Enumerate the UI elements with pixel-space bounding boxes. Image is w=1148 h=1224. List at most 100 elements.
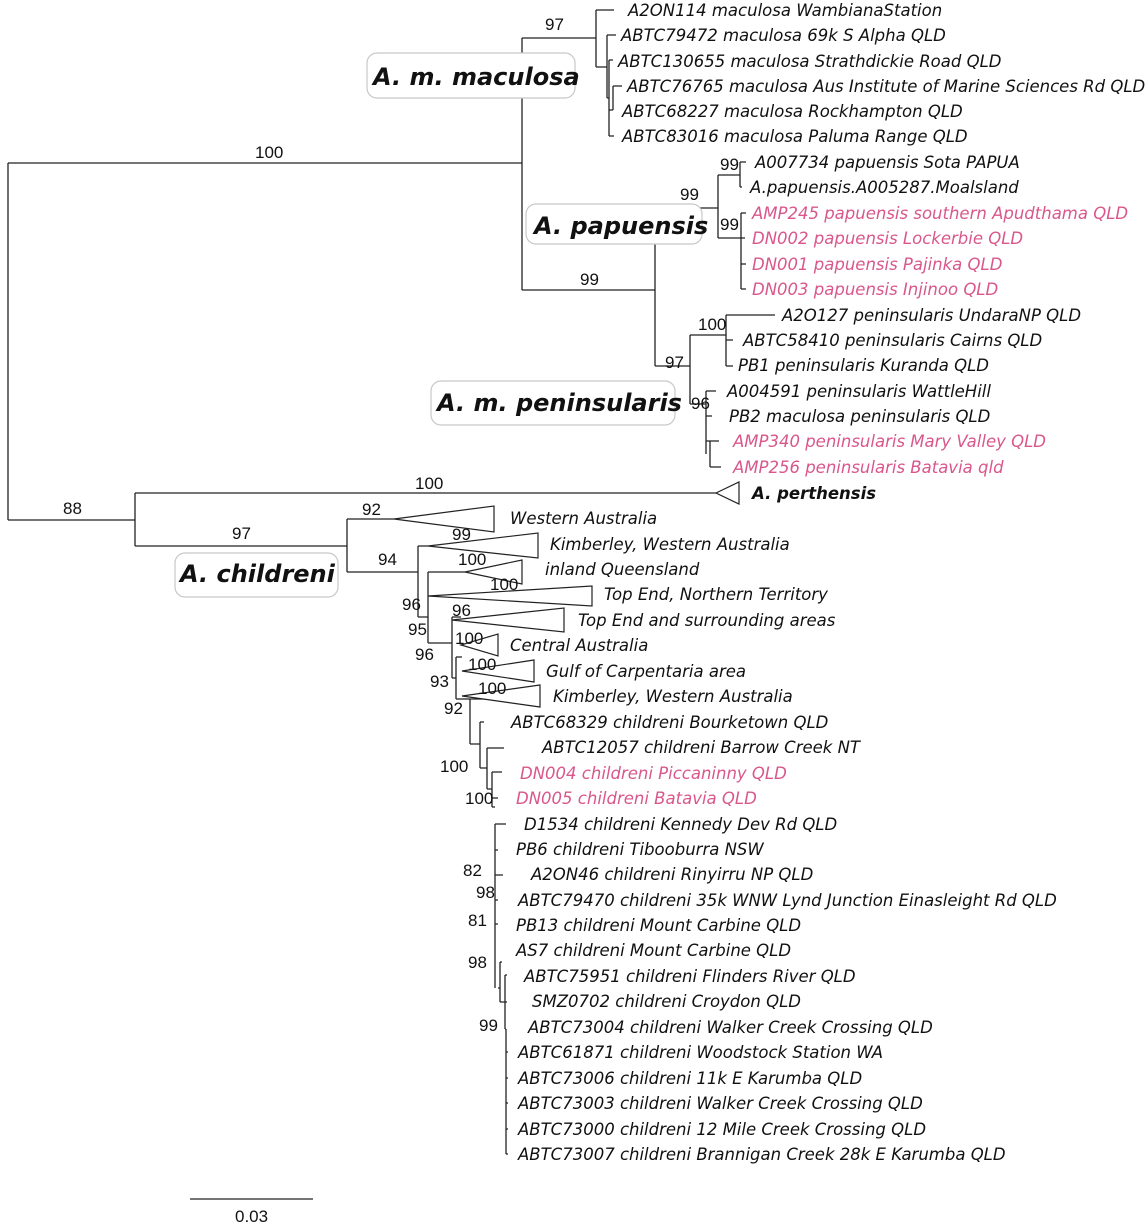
tip-label: ABTC76765 maculosa Aus Institute of Mari… <box>626 77 1145 96</box>
tip-label: ABTC12057 childreni Barrow Creek NT <box>541 738 862 757</box>
tip-label: Western Australia <box>510 509 657 528</box>
clade-label-peninsularis-text: A. m. peninsularis <box>435 389 682 417</box>
clade-label-maculosa: A. m. maculosa <box>366 52 580 99</box>
tip-label: ABTC58410 peninsularis Cairns QLD <box>742 331 1042 350</box>
support-value: 93 <box>430 672 449 691</box>
support-value: 100 <box>468 655 496 674</box>
support-value: 92 <box>362 500 381 519</box>
tip-label: AMP340 peninsularis Mary Valley QLD <box>732 432 1046 451</box>
tip-label: D1534 childreni Kennedy Dev Rd QLD <box>524 815 837 834</box>
support-value: 99 <box>479 1016 498 1035</box>
support-value: 100 <box>255 143 283 162</box>
support-value: 100 <box>478 679 506 698</box>
clade-label-peninsularis: A. m. peninsularis <box>430 380 682 426</box>
support-value: 99 <box>580 270 599 289</box>
tip-label: Gulf of Carpentaria area <box>546 662 746 681</box>
clade-label-papuensis-text: A. papuensis <box>532 212 708 240</box>
tip-label: ABTC83016 maculosa Paluma Range QLD <box>621 127 968 146</box>
support-value: 100 <box>440 757 468 776</box>
tip-label: ABTC75951 childreni Flinders River QLD <box>523 967 856 986</box>
triangle-top-end-surrounding <box>451 607 565 633</box>
support-value: 100 <box>415 474 443 493</box>
tip-label: inland Queensland <box>545 560 700 579</box>
tip-label: ABTC73000 childreni 12 Mile Creek Crossi… <box>517 1120 926 1139</box>
tip-label: Central Australia <box>510 636 648 655</box>
support-value: 96 <box>452 601 471 620</box>
branch-perthensis <box>134 492 716 547</box>
support-value: 99 <box>720 155 739 174</box>
tip-label: DN003 papuensis Injinoo QLD <box>752 280 998 299</box>
support-value: 100 <box>490 575 518 594</box>
tip-label: ABTC68329 childreni Bourketown QLD <box>510 713 828 732</box>
support-value: 99 <box>720 215 739 234</box>
tip-label: ABTC130655 maculosa Strathdickie Road QL… <box>617 52 1002 71</box>
tip-label: AMP245 papuensis southern Apudthama QLD <box>751 204 1128 223</box>
tip-label: PB2 maculosa peninsularis QLD <box>729 407 990 426</box>
tip-label: DN002 papuensis Lockerbie QLD <box>752 229 1023 248</box>
branch-papuensis-peninsularis <box>522 161 746 366</box>
support-value: 100 <box>458 550 486 569</box>
triangle-western-australia <box>393 505 495 533</box>
branch-maculosa <box>521 9 622 290</box>
support-value: 100 <box>455 629 483 648</box>
support-value: 96 <box>402 595 421 614</box>
triangle-inland-queensland <box>464 559 523 585</box>
tip-label: PB13 childreni Mount Carbine QLD <box>516 916 801 935</box>
tip-label: DN004 childreni Piccaninny QLD <box>520 764 787 783</box>
support-value: 88 <box>63 499 82 518</box>
support-value: 94 <box>378 550 397 569</box>
triangle-kimberley-2 <box>461 684 541 708</box>
tip-label: DN005 childreni Batavia QLD <box>516 789 757 808</box>
tip-label: AMP256 peninsularis Batavia qld <box>732 458 1004 477</box>
support-value: 99 <box>452 525 471 544</box>
triangle-top-end-nt <box>427 585 593 607</box>
tip-label: Kimberley, Western Australia <box>550 535 790 554</box>
support-value: 92 <box>444 699 463 718</box>
scale-bar-label: 0.03 <box>235 1207 268 1224</box>
support-value: 97 <box>232 524 251 543</box>
tip-label: A007734 papuensis Sota PAPUA <box>754 153 1020 172</box>
support-value: 97 <box>545 15 564 34</box>
branch-peninsularis <box>655 314 775 468</box>
tip-label: A2ON114 maculosa WambianaStation <box>627 1 942 20</box>
support-value: 100 <box>465 789 493 808</box>
support-value: 98 <box>476 883 495 902</box>
tip-label: PB6 childreni Tibooburra NSW <box>516 840 764 859</box>
tip-labels: A2ON114 maculosa WambianaStationABTC7947… <box>510 1 1145 1164</box>
triangle-gulf-carpentaria <box>461 659 535 683</box>
triangle-central-australia <box>458 633 499 657</box>
tip-label: A004591 peninsularis WattleHill <box>726 382 991 401</box>
tip-label: DN001 papuensis Pajinka QLD <box>752 255 1002 274</box>
support-value: 82 <box>463 861 482 880</box>
clade-label-childreni-text: A. childreni <box>178 560 336 588</box>
tip-label: ABTC61871 childreni Woodstock Station WA <box>517 1043 883 1062</box>
tip-label: Top End, Northern Territory <box>604 585 828 604</box>
tip-label: PB1 peninsularis Kuranda QLD <box>738 356 989 375</box>
support-value: 100 <box>698 315 726 334</box>
support-value: 95 <box>408 620 427 639</box>
tip-label: ABTC73004 childreni Walker Creek Crossin… <box>527 1018 933 1037</box>
support-value: 99 <box>680 185 699 204</box>
support-value: 98 <box>468 953 487 972</box>
tip-label: A2O127 peninsularis UndaraNP QLD <box>781 306 1081 325</box>
triangle-kimberley-1 <box>427 532 539 559</box>
tip-label: ABTC79470 childreni 35k WNW Lynd Junctio… <box>517 891 1057 910</box>
support-value: 97 <box>665 353 684 372</box>
tip-label: ABTC73007 childreni Brannigan Creek 28k … <box>517 1145 1006 1164</box>
tip-label: A2ON46 childreni Rinyirru NP QLD <box>530 865 813 884</box>
tip-label: Top End and surrounding areas <box>578 611 836 630</box>
tip-label: SMZ0702 childreni Croydon QLD <box>532 992 801 1011</box>
clade-label-maculosa-text: A. m. maculosa <box>371 63 580 91</box>
tree-branches <box>7 9 775 1200</box>
support-value: 96 <box>415 645 434 664</box>
branch-root <box>7 162 522 521</box>
tip-label: ABTC73006 childreni 11k E Karumba QLD <box>517 1069 862 1088</box>
clade-label-papuensis: A. papuensis <box>525 203 708 245</box>
support-value: 96 <box>691 394 710 413</box>
tip-label: A. perthensis <box>750 484 876 503</box>
tip-label: AS7 childreni Mount Carbine QLD <box>515 941 791 960</box>
tip-label: A.papuensis.A005287.Moalsland <box>749 178 1019 197</box>
triangle-perthensis <box>714 481 740 505</box>
